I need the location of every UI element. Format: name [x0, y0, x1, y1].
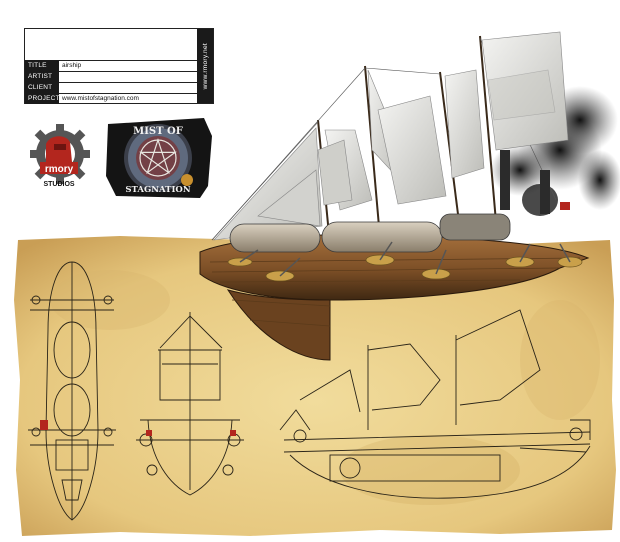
website-side-label: www.rmory.net	[197, 29, 213, 103]
project-row: PROJECT www.mistofstagnation.com	[25, 93, 198, 104]
knight-helmet-icon	[46, 136, 72, 162]
gas-cylinders	[229, 213, 511, 253]
front-view-sketch	[136, 312, 244, 496]
small-gear-icon	[181, 174, 193, 186]
studios-wordmark: STUDIOS	[43, 181, 74, 188]
propellers	[227, 254, 583, 282]
red-flag	[560, 202, 570, 210]
title-block-blank-area	[25, 29, 198, 61]
parchment-sheet	[14, 236, 616, 536]
artist-label: ARTIST	[25, 71, 59, 82]
title-block: TITLE airship ARTIST CLIENT PROJECT www.…	[24, 28, 214, 104]
rmory-studios-logo: rmory STUDIOS	[30, 124, 90, 188]
title-label: TITLE	[25, 60, 59, 71]
mist-title-line2: STAGNATION	[125, 185, 190, 195]
pentagram-icon	[139, 138, 177, 177]
side-view-sketch	[279, 309, 591, 499]
title-value: airship	[62, 62, 82, 69]
hull	[199, 234, 590, 361]
mist-of-stagnation-logo: MIST OF STAGNATION	[106, 118, 212, 198]
rmory-wordmark: rmory	[45, 164, 74, 175]
project-value: www.mistofstagnation.com	[62, 95, 139, 102]
title-row: TITLE airship	[25, 60, 198, 72]
mist-title-line1: MIST OF	[133, 126, 183, 137]
artist-row: ARTIST	[25, 71, 198, 83]
project-label: PROJECT	[25, 93, 60, 104]
sails	[213, 31, 569, 241]
client-row: CLIENT	[25, 82, 198, 94]
client-label: CLIENT	[25, 82, 59, 93]
smokestacks	[500, 150, 550, 214]
propeller-arms	[239, 241, 571, 277]
top-view-sketch	[28, 261, 116, 521]
